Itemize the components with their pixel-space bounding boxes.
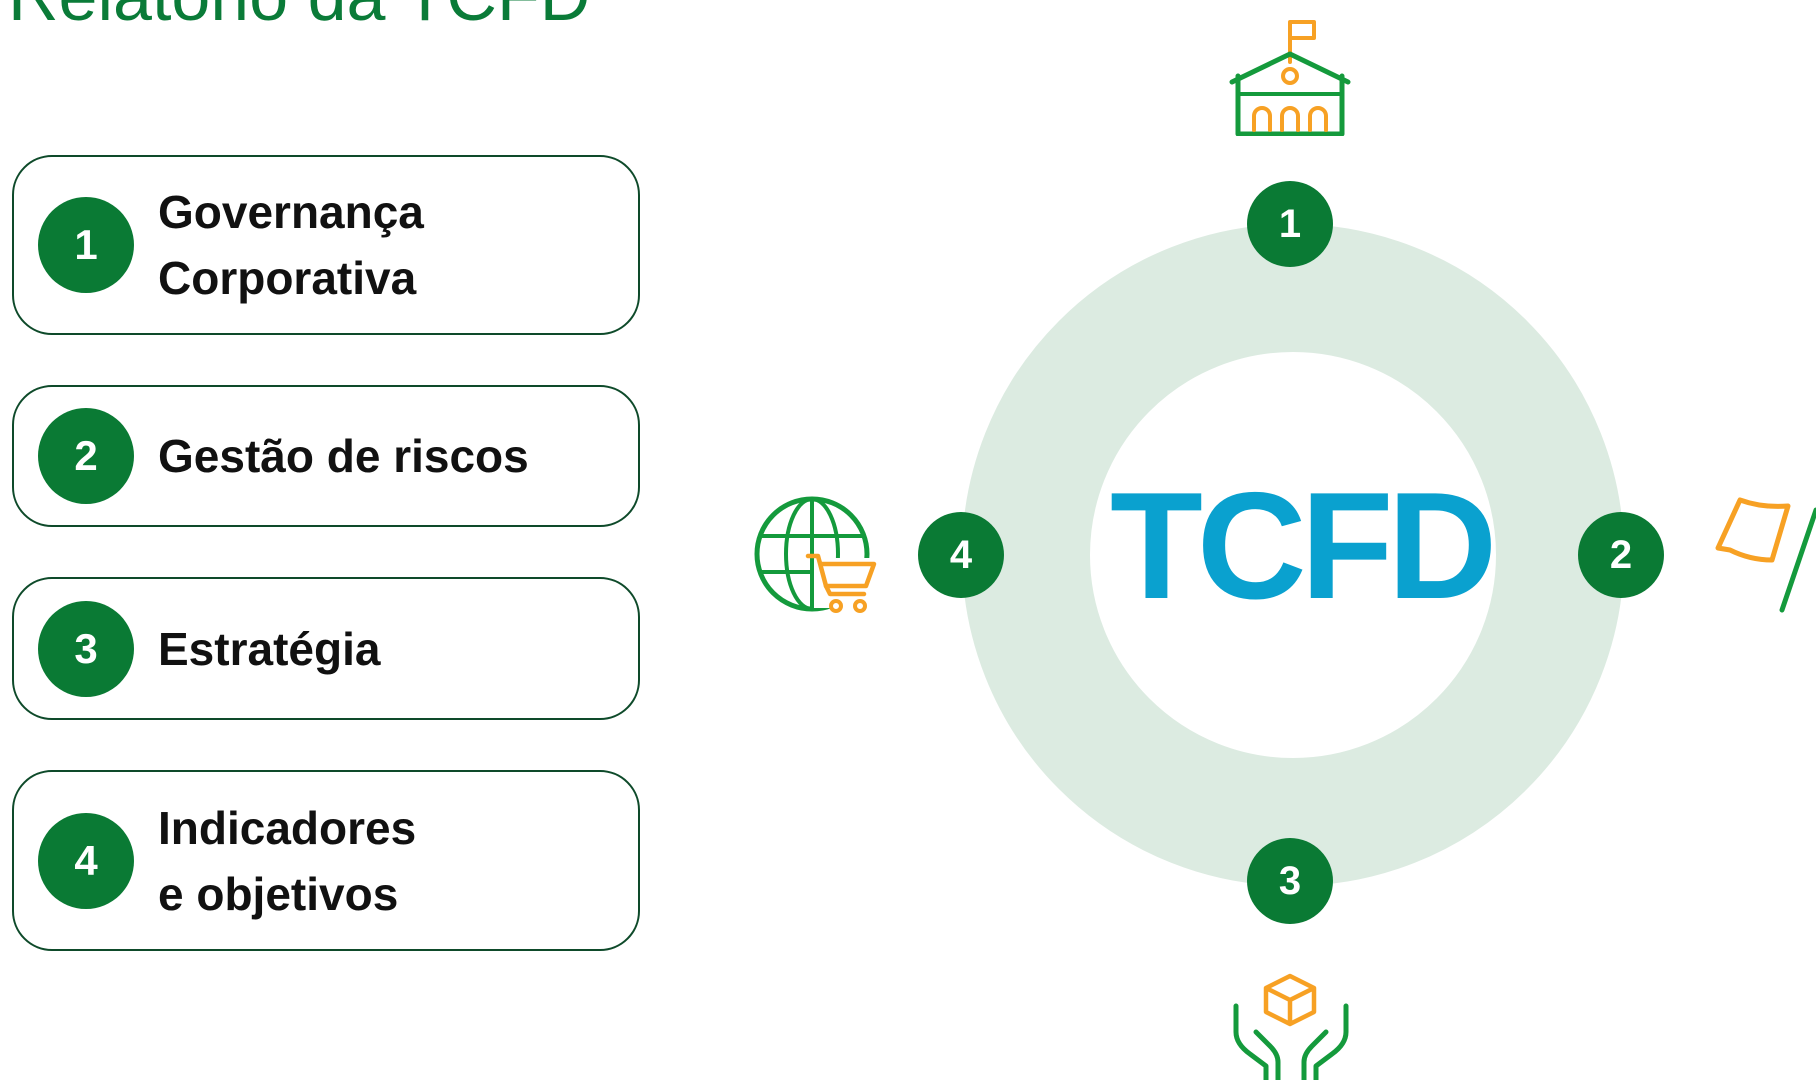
pillar-label-line1: Governança [158,186,424,238]
school-building-icon [1229,20,1351,136]
pillar-label: Estratégia [158,616,380,682]
pillar-number-badge: 2 [38,408,134,504]
flag-icon [1715,497,1816,613]
pillar-label-line1: Indicadores [158,801,417,854]
pillar-label-line2: e objetivos [158,867,399,920]
diagram-node-2: 2 [1578,512,1664,598]
hands-holding-box-icon [1233,973,1349,1080]
pillar-card-4: 4 Indicadores e objetivos [12,770,640,951]
globe-cart-icon [754,496,877,613]
pillar-card-1: 1 Governança Corporativa [12,155,640,335]
pillar-number-badge: 3 [38,600,134,697]
pillar-label-line2: Corporativa [158,252,417,304]
page-title: Relatório da TCFD [8,0,590,36]
tcfd-logo-text: TCFD [1110,461,1497,631]
pillar-label: Gestão de riscos [158,423,529,489]
pillar-label: Indicadores e objetivos [158,795,416,927]
pillar-label: Governança Corporativa [158,179,424,311]
pillar-card-2: 2 Gestão de riscos [12,385,640,527]
ring-band [962,224,1624,886]
pillar-card-3: 3 Estratégia [12,577,640,720]
diagram-node-4: 4 [918,512,1004,598]
pillar-number-badge: 1 [38,197,134,293]
pillar-label-line1: Estratégia [158,622,381,675]
diagram-node-3: 3 [1247,838,1333,924]
diagram-node-1: 1 [1247,181,1333,267]
pillar-label-line1: Gestão de riscos [158,430,529,482]
pillar-number-badge: 4 [38,812,134,909]
